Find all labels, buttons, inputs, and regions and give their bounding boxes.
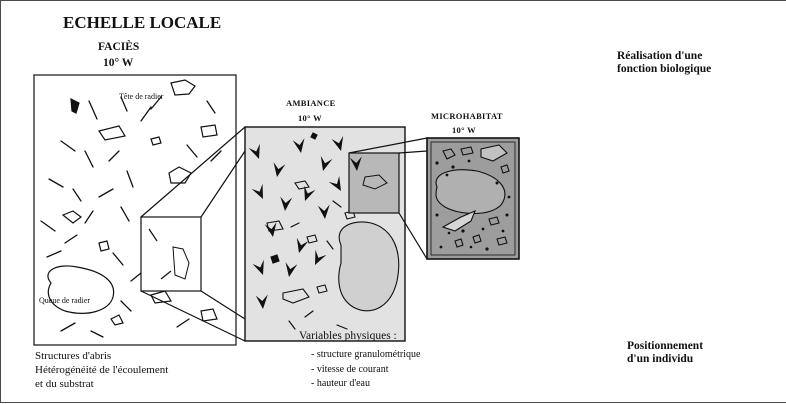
individual-position-line2: d'un individu — [627, 353, 694, 366]
structures-line2: Hétérogénéité de l'écoulement — [35, 364, 169, 376]
facies-top-label: Tête de radier — [119, 92, 164, 101]
microhabitat-stones — [435, 144, 510, 248]
ambiance-label: AMBIANCE — [286, 98, 336, 108]
variable-item: - structure granulométrique — [311, 349, 421, 360]
facies-zoom-area — [140, 216, 202, 292]
variable-item: - hauteur d'eau — [311, 378, 370, 389]
structures-line3: et du substrat — [35, 378, 94, 390]
biological-function-line1: Réalisation d'une — [617, 50, 703, 62]
variables-heading: Variables physiques : — [299, 330, 397, 342]
ambiance-scale: 10° W — [298, 113, 322, 123]
page-title: ECHELLE LOCALE — [63, 13, 222, 32]
structures-caption: Structures d'abris Hétérogénéité de l'éc… — [35, 349, 168, 391]
variables-list: - structure granulométrique - vitesse de… — [311, 348, 420, 392]
facies-scale: 10° W — [103, 57, 134, 69]
individual-position-caption: Positionnement d'un individu — [627, 340, 703, 366]
facies-dashes — [40, 96, 222, 338]
biological-function-line2: fonction biologique — [617, 63, 712, 76]
structures-line1: Structures d'abris — [35, 350, 112, 362]
facies-stones — [47, 79, 218, 326]
microhabitat-label: MICROHABITAT — [431, 111, 503, 121]
facies-box — [33, 74, 237, 346]
biological-function-caption: Réalisation d'une fonction biologique — [617, 50, 711, 76]
facies-bottom-label: Queue de radier — [39, 296, 91, 305]
variable-item: - vitesse de courant — [311, 363, 389, 375]
facies-label: FACIÈS — [98, 41, 140, 53]
microhabitat-scale: 10° W — [452, 125, 476, 135]
ambiance-zoom-area — [348, 152, 400, 214]
ambiance-stones — [266, 132, 400, 312]
individual-position-line1: Positionnement — [627, 340, 704, 352]
